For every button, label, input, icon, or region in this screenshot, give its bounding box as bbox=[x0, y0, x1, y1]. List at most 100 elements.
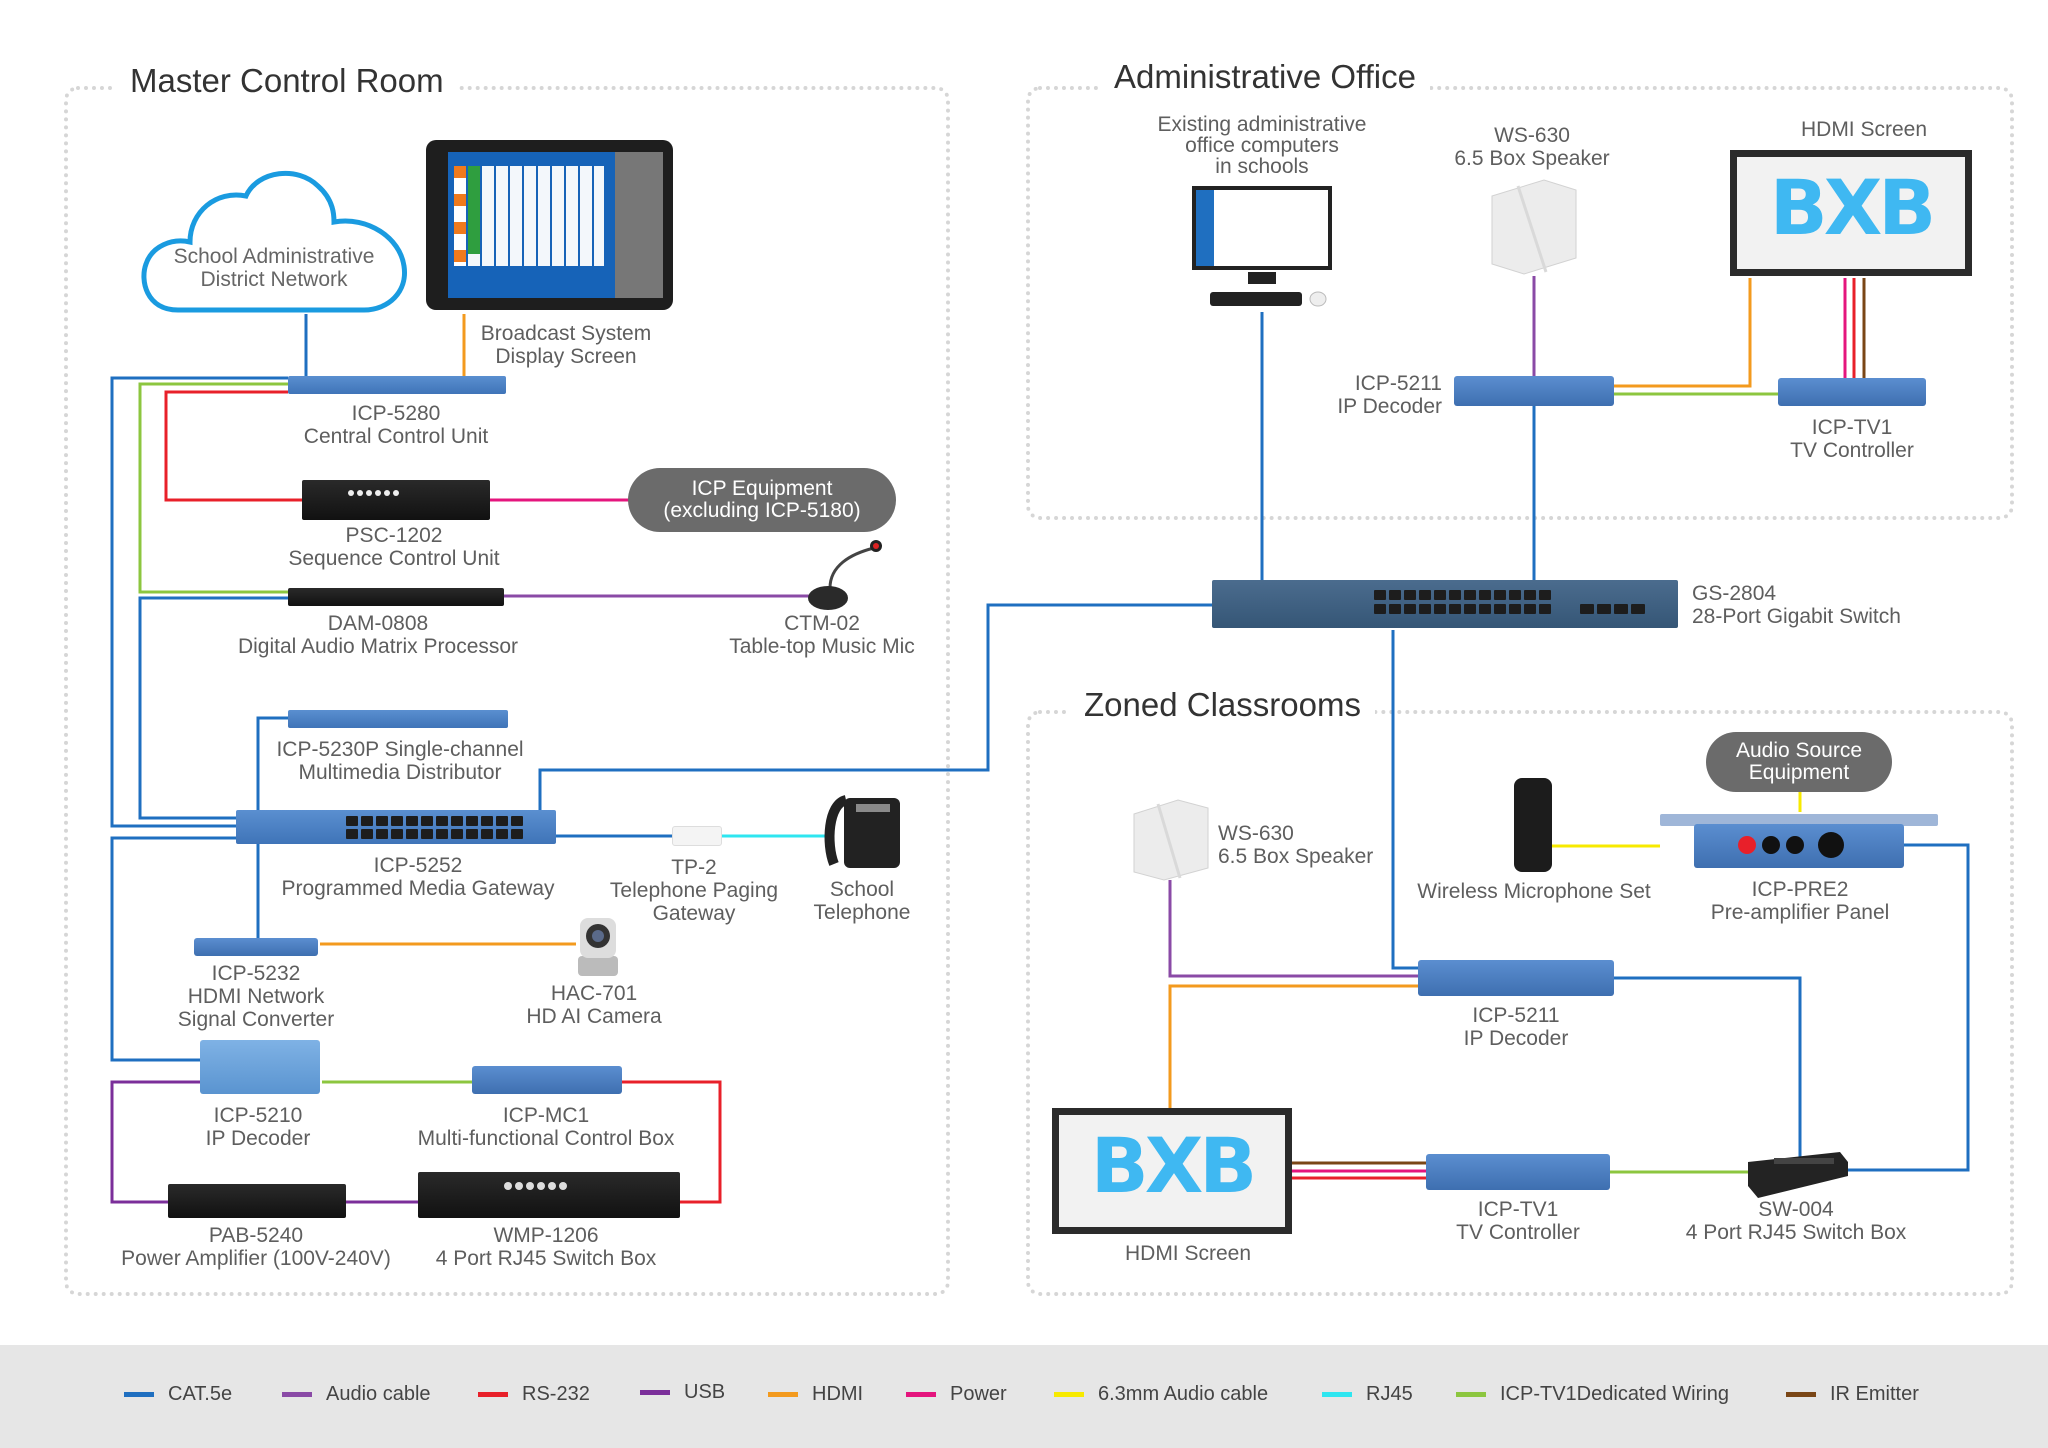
tp2-line3: Gateway bbox=[652, 902, 736, 925]
icp5210-device bbox=[200, 1040, 320, 1094]
legend-swatch-rj45 bbox=[1322, 1392, 1352, 1397]
gs2804-switch-device bbox=[1212, 580, 1678, 628]
cloud-line2: District Network bbox=[200, 268, 348, 291]
legend-item-usb: USB bbox=[640, 1381, 725, 1404]
admin-icptv1-label: ICP-TV1 TV Controller bbox=[1790, 416, 1914, 462]
wire-usb bbox=[110, 1080, 200, 1204]
admin-icp5211-label: ICP-5211 IP Decoder bbox=[1300, 372, 1442, 418]
zone-classrooms bbox=[1026, 710, 2014, 1296]
wire-cat5e bbox=[1391, 630, 1418, 970]
psc1202-desc: Sequence Control Unit bbox=[288, 547, 500, 570]
wireless-mic-receiver bbox=[1514, 778, 1552, 872]
computers-line1: Existing administrative bbox=[1157, 113, 1367, 136]
hac701-label: HAC-701 HD AI Camera bbox=[526, 982, 661, 1028]
audio-source-bubble: Audio Source Equipment bbox=[1706, 732, 1892, 792]
tablet-col-orange bbox=[454, 166, 466, 266]
zone-title-master: Master Control Room bbox=[116, 62, 458, 100]
legend-label: 6.3mm Audio cable bbox=[1098, 1383, 1269, 1405]
ctm02-model: CTM-02 bbox=[784, 612, 860, 635]
wire-cat5e bbox=[1838, 843, 1970, 1172]
psc1202-model: PSC-1202 bbox=[345, 524, 443, 547]
gs2804-model: GS-2804 bbox=[1692, 582, 1777, 605]
icp5232-line3: Signal Converter bbox=[177, 1008, 335, 1031]
dam0808-device bbox=[288, 588, 504, 606]
sw004-desc: 4 Port RJ45 Switch Box bbox=[1685, 1221, 1907, 1244]
wire-hdmi bbox=[1168, 984, 1418, 1110]
tp2-device bbox=[672, 826, 722, 846]
wmp1206-label: WMP-1206 4 Port RJ45 Switch Box bbox=[436, 1224, 657, 1270]
class-icptv1-model: ICP-TV1 bbox=[1477, 1198, 1559, 1221]
dam0808-desc: Digital Audio Matrix Processor bbox=[237, 635, 519, 658]
legend-swatch-ir bbox=[1786, 1392, 1816, 1397]
dam0808-label: DAM-0808 Digital Audio Matrix Processor bbox=[238, 612, 518, 658]
admin-icptv1-desc: TV Controller bbox=[1790, 439, 1914, 462]
icp5252-ports-bottom bbox=[346, 829, 523, 839]
icppre2-label: ICP-PRE2 Pre-amplifier Panel bbox=[1711, 878, 1890, 924]
legend-label: ICP-TV1Dedicated Wiring bbox=[1500, 1383, 1729, 1405]
icp5232-model: ICP-5232 bbox=[211, 962, 301, 985]
legend-label: HDMI bbox=[812, 1383, 864, 1405]
legend-item-audio-cable: Audio cable bbox=[282, 1383, 431, 1406]
sw004-model: SW-004 bbox=[1758, 1198, 1834, 1221]
legend-label: CAT.5e bbox=[168, 1383, 233, 1405]
dam0808-model: DAM-0808 bbox=[327, 612, 429, 635]
wiring-legend: CAT.5e Audio cable RS-232 USB HDMI Power… bbox=[0, 1345, 2048, 1448]
legend-label: Power bbox=[950, 1383, 1007, 1405]
icp5230p-line2: Multimedia Distributor bbox=[298, 761, 502, 784]
tp2-model: TP-2 bbox=[671, 856, 717, 879]
zone-administrative-office bbox=[1026, 86, 2014, 520]
class-hdmi-screen-label: HDMI Screen bbox=[1124, 1242, 1252, 1265]
icp-equipment-line1: ICP Equipment bbox=[691, 477, 833, 500]
class-ws630-model: WS-630 bbox=[1218, 822, 1294, 845]
class-ws630-desc: 6.5 Box Speaker bbox=[1218, 845, 1374, 868]
icpmc1-model: ICP-MC1 bbox=[502, 1104, 590, 1127]
wire-cat5e bbox=[110, 376, 288, 828]
icp5280-device bbox=[288, 376, 506, 394]
zone-master-control-room bbox=[64, 86, 950, 1296]
gs2804-ports-bottom bbox=[1374, 604, 1551, 614]
tablet-sidebar bbox=[615, 152, 663, 298]
legend-item-ir-emitter: IR Emitter bbox=[1786, 1383, 1919, 1406]
class-hdmi-screen: BXB bbox=[1052, 1108, 1292, 1234]
icp5210-desc: IP Decoder bbox=[205, 1127, 311, 1150]
telephone-label: School Telephone bbox=[814, 878, 911, 924]
legend-swatch-audio bbox=[282, 1392, 312, 1397]
wire-cat5e bbox=[538, 603, 1212, 820]
class-icptv1-device bbox=[1426, 1154, 1610, 1190]
wire-audio bbox=[1168, 880, 1418, 978]
ctm02-desc: Table-top Music Mic bbox=[729, 635, 915, 658]
class-icp5211-device bbox=[1418, 960, 1614, 996]
class-icptv1-desc: TV Controller bbox=[1456, 1221, 1580, 1244]
icp5252-label: ICP-5252 Programmed Media Gateway bbox=[281, 854, 554, 900]
legend-swatch-usb bbox=[640, 1390, 670, 1395]
legend-swatch-power bbox=[906, 1392, 936, 1397]
icp5280-label: ICP-5280 Central Control Unit bbox=[304, 402, 488, 448]
icp5230p-device bbox=[288, 710, 508, 728]
wmp1206-model: WMP-1206 bbox=[493, 1224, 599, 1247]
computers-line3: in schools bbox=[1215, 155, 1309, 178]
display-line2: Display Screen bbox=[495, 345, 637, 368]
icp5280-model: ICP-5280 bbox=[351, 402, 441, 425]
class-icp5211-desc: IP Decoder bbox=[1463, 1027, 1569, 1050]
admin-ws630-desc: 6.5 Box Speaker bbox=[1454, 147, 1610, 170]
icpmc1-device bbox=[472, 1066, 622, 1094]
broadcast-display-tablet bbox=[426, 140, 673, 310]
icpmc1-label: ICP-MC1 Multi-functional Control Box bbox=[418, 1104, 675, 1150]
pab5240-model: PAB-5240 bbox=[208, 1224, 304, 1247]
icp5252-ports-top bbox=[346, 816, 523, 826]
zone-title-classrooms: Zoned Classrooms bbox=[1070, 686, 1375, 724]
legend-item-rj45: RJ45 bbox=[1322, 1383, 1413, 1406]
pab5240-device bbox=[168, 1184, 346, 1218]
legend-item-6-3mm-audio: 6.3mm Audio cable bbox=[1054, 1383, 1268, 1406]
icp5232-label: ICP-5232 HDMI Network Signal Converter bbox=[178, 962, 334, 1031]
tp2-line2: Telephone Paging bbox=[609, 879, 779, 902]
icp5232-device bbox=[194, 938, 318, 956]
wire-cat5e bbox=[1614, 976, 1802, 1160]
icppre2-flange bbox=[1660, 814, 1938, 826]
gs2804-desc: 28-Port Gigabit Switch bbox=[1692, 605, 1901, 628]
icppre2-device bbox=[1694, 824, 1904, 868]
icppre2-red-knob bbox=[1738, 836, 1756, 854]
hac701-desc: HD AI Camera bbox=[526, 1005, 662, 1028]
icp-equipment-line2: (excluding ICP-5180) bbox=[663, 499, 861, 522]
admin-screen-logo: BXB bbox=[1769, 163, 1936, 252]
